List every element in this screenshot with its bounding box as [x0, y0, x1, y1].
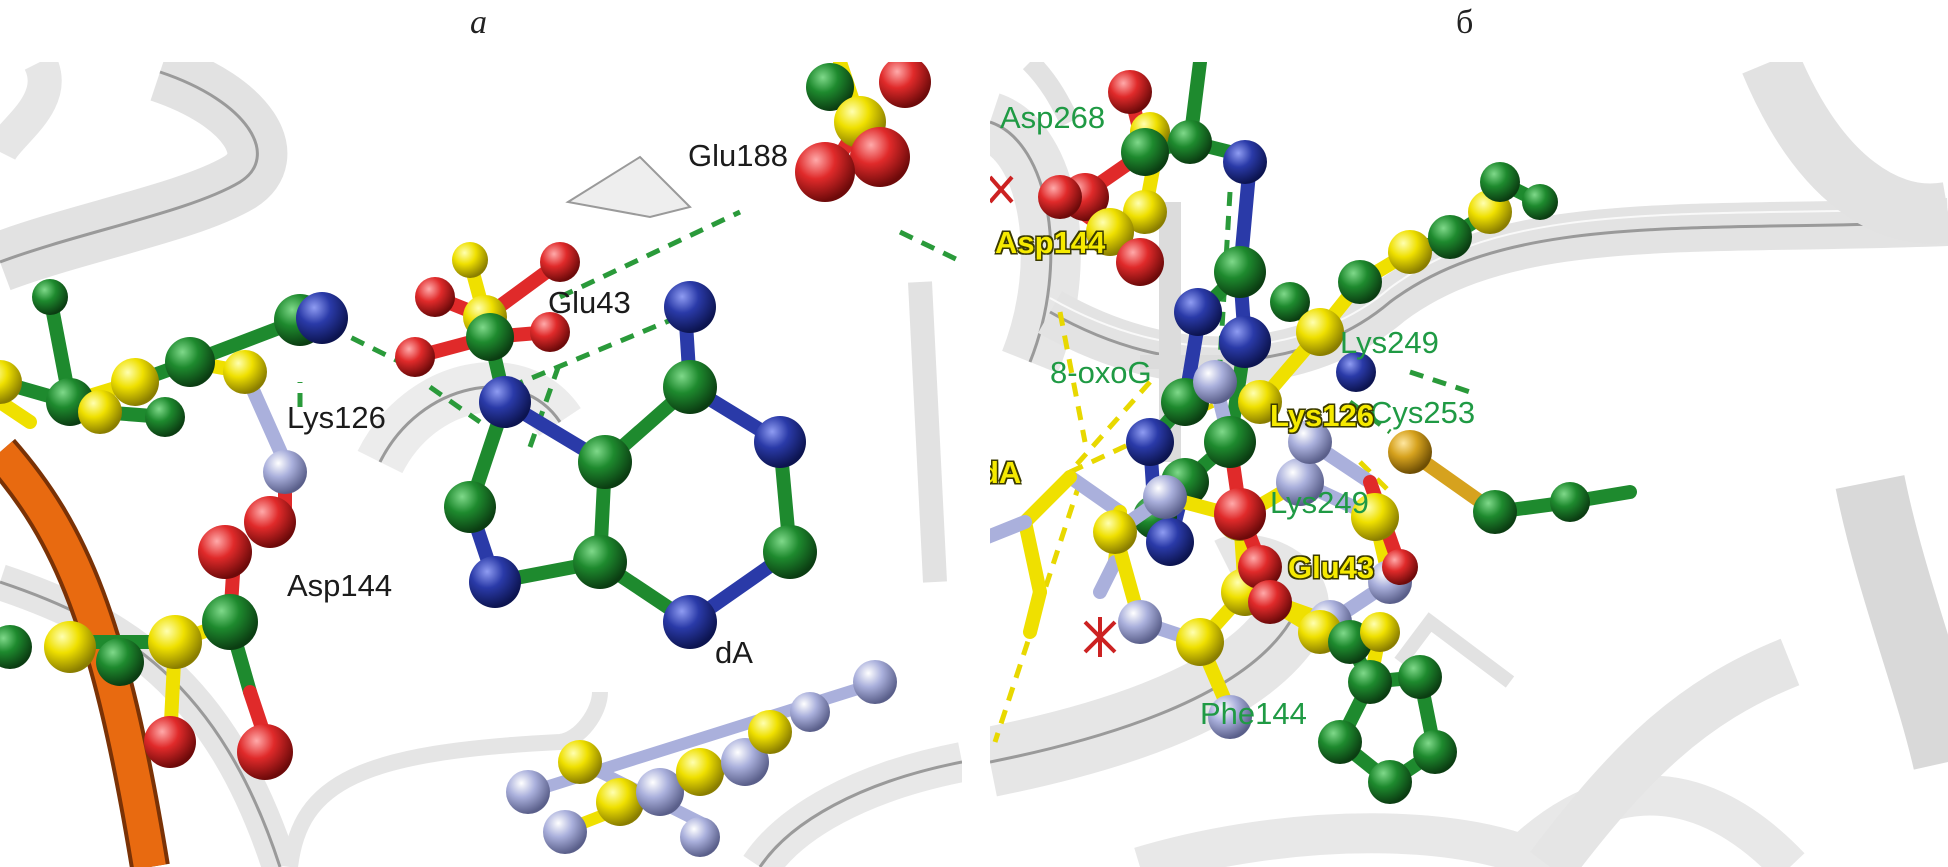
label-da: dA: [990, 455, 1022, 490]
label-asp144: Asp144: [995, 225, 1106, 260]
label-cys253: Cys253: [1370, 395, 1476, 430]
panel-b-structure: Asp268 Asp144 8-oxoG Lys249 Cys253 Lys12…: [990, 62, 1948, 867]
label-asp268: Asp268: [1000, 100, 1106, 135]
label-glu43: Glu43: [1288, 550, 1375, 585]
lys249-residue: [1238, 162, 1558, 424]
glu188-residue: [795, 62, 931, 202]
protein-ribbon: [990, 62, 1948, 867]
label-lys249-top: Lys249: [1340, 325, 1439, 360]
glu43-residue: [395, 242, 580, 409]
asp144-residue: [0, 450, 307, 780]
protein-ribbon: [0, 62, 962, 867]
deleted-contact-cross-icon: [990, 175, 1117, 657]
label-lys126: Lys126: [287, 400, 386, 435]
stacked-base: [506, 660, 897, 857]
phe144-residue: [1214, 488, 1457, 804]
label-glu43: Glu43: [548, 285, 631, 320]
cys253-residue: [1388, 430, 1637, 534]
label-da: dA: [715, 635, 753, 670]
da-nucleotide: [444, 281, 817, 649]
label-glu188: Glu188: [688, 138, 788, 173]
panel-b-molecule-render: [990, 62, 1948, 867]
label-asp144: Asp144: [287, 568, 393, 603]
label-lys126: Lys126: [1270, 398, 1374, 433]
label-lys249-mid: Lys249: [1270, 485, 1369, 520]
label-phe144: Phe144: [1200, 696, 1307, 731]
lys126-residue: [0, 279, 348, 469]
panel-a-structure: Glu188 Glu43 Lys126 Asp144 dA: [0, 62, 962, 867]
panel-a-letter: a: [470, 4, 487, 41]
panel-a-molecule-render: [0, 62, 962, 867]
asp268-residue: [1038, 62, 1257, 286]
label-8-oxog: 8-oxoG: [1050, 355, 1152, 390]
panel-b-letter: б: [1456, 4, 1474, 41]
